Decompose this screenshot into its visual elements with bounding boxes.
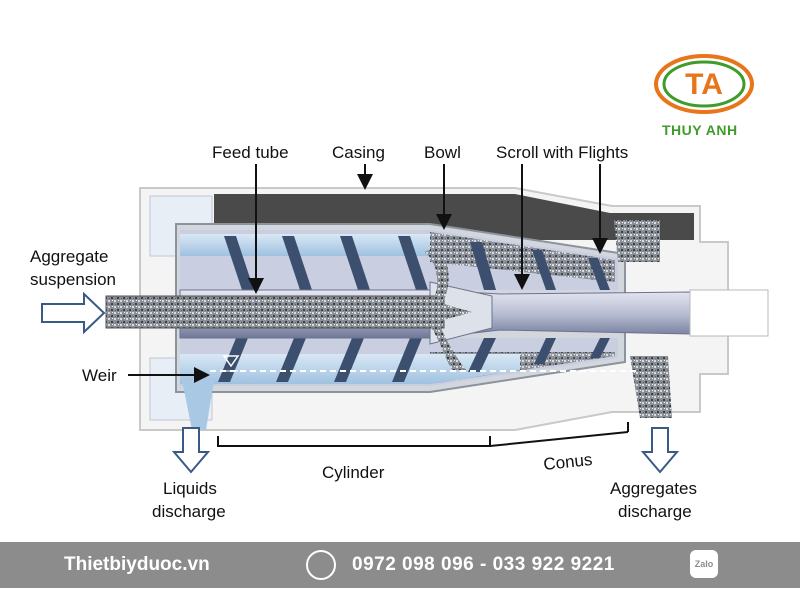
label-feed-tube: Feed tube: [212, 143, 289, 162]
footer-bar: Thietbiyduoc.vn 0972 098 096 - 033 922 9…: [0, 542, 800, 588]
phone-icon: [306, 550, 336, 580]
brand-logo: TA THUY ANH: [654, 54, 754, 138]
brand-logo-letters: TA: [685, 68, 723, 101]
section-brackets: [217, 422, 629, 447]
pointer-lines: [128, 164, 608, 383]
footer-phones[interactable]: 0972 098 096 - 033 922 9221: [352, 554, 615, 575]
aggregates-outlet-arrow: [640, 427, 680, 474]
feed-tube: [105, 248, 472, 370]
zalo-icon[interactable]: Zalo: [690, 550, 718, 578]
label-conus: Conus: [542, 450, 593, 474]
label-suspension: suspension: [30, 270, 116, 289]
label-scroll-with-flights: Scroll with Flights: [496, 143, 628, 162]
liquids-outlet-arrow: [171, 427, 211, 474]
brand-name: THUY ANH: [662, 122, 738, 138]
label-aggregate: Aggregate: [30, 247, 108, 266]
inlet-arrow: [41, 291, 106, 335]
label-liquids-discharge: discharge: [152, 502, 226, 521]
label-cylinder: Cylinder: [322, 463, 385, 482]
label-weir: Weir: [82, 366, 117, 385]
label-casing: Casing: [332, 143, 385, 162]
label-liquids: Liquids: [163, 479, 217, 498]
label-aggregates: Aggregates: [610, 479, 697, 498]
footer-website[interactable]: Thietbiyduoc.vn: [64, 554, 210, 575]
label-aggregates-discharge: discharge: [618, 502, 692, 521]
weir-line: [210, 355, 640, 372]
label-bowl: Bowl: [424, 143, 461, 162]
